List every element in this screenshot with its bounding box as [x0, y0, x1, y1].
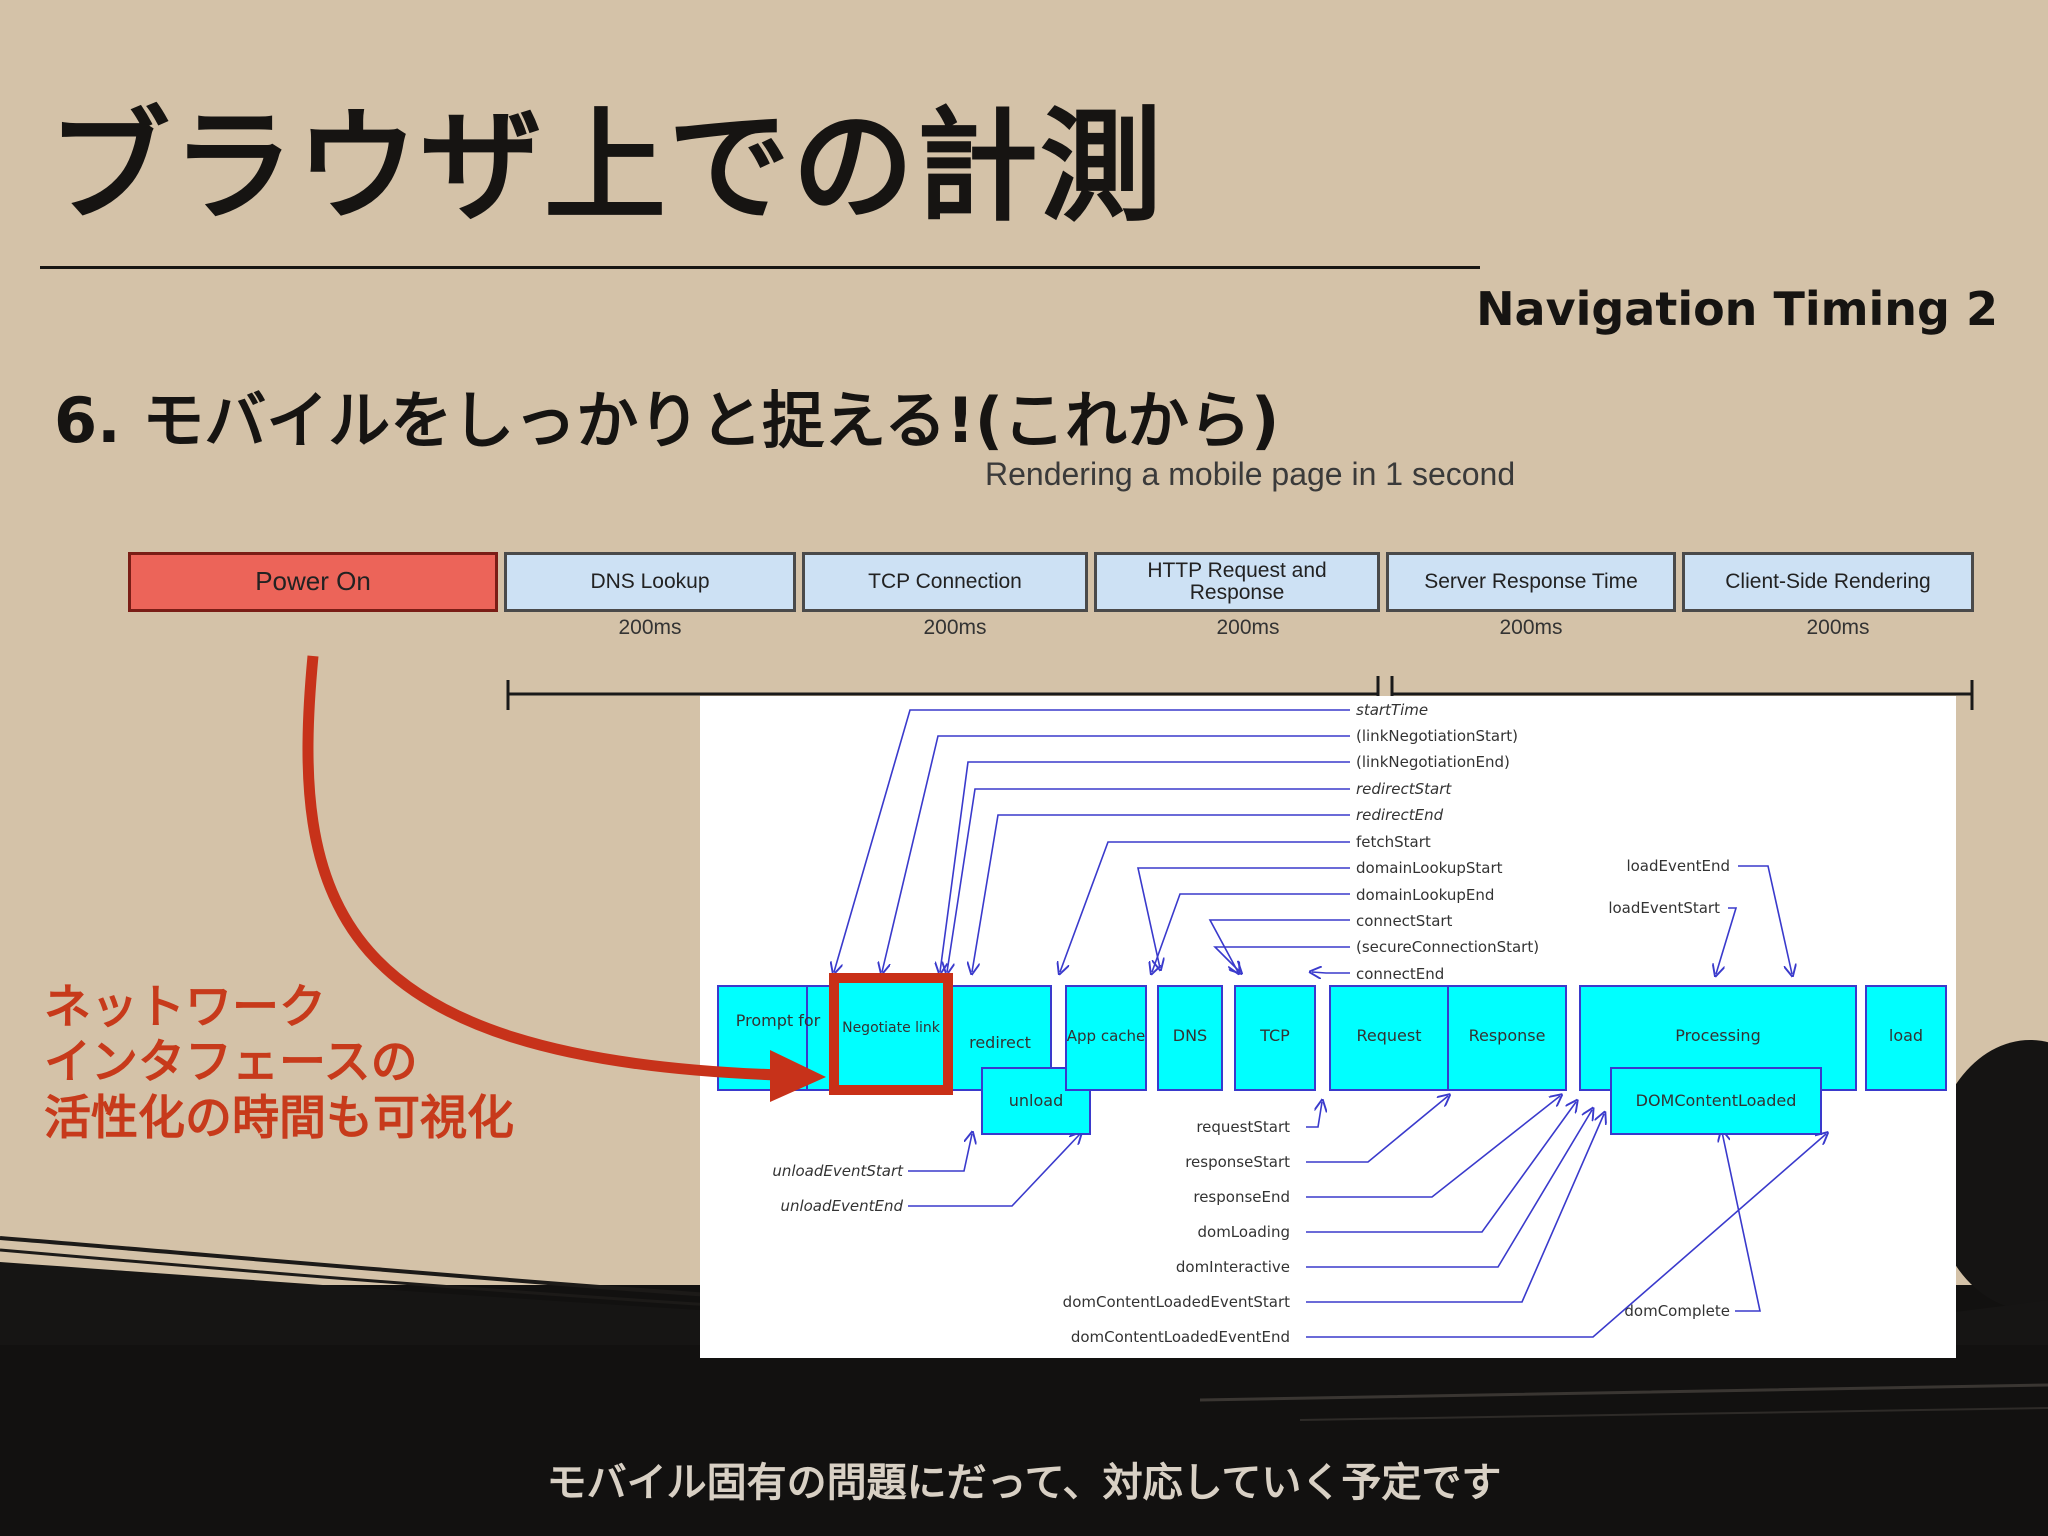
footer-message: モバイル固有の問題にだって、対応していく予定です — [546, 1460, 1502, 1506]
label-domainlookupend: domainLookupEnd — [1356, 886, 1494, 904]
label-linknegotiationstart: (linkNegotiationStart) — [1356, 727, 1518, 745]
slide-subtitle: Navigation Timing 2 — [1476, 282, 1998, 336]
box-domcontentloaded: DOMContentLoaded — [1636, 1091, 1797, 1110]
label-secureconnectionstart: (secureConnectionStart) — [1356, 938, 1539, 956]
box-prompt: Prompt for — [736, 1011, 821, 1030]
phase-power-on: Power On — [128, 552, 498, 612]
label-redirectend: redirectEnd — [1356, 806, 1444, 824]
phase-dns-lookup: DNS Lookup — [504, 552, 796, 612]
duration-tcp: 200ms — [923, 616, 987, 639]
callout-text: ネットワーク インタフェースの 活性化の時間も可視化 — [44, 980, 514, 1146]
label-starttime: startTime — [1356, 701, 1428, 719]
box-processing: Processing — [1675, 1026, 1760, 1045]
label-connectstart: connectStart — [1356, 912, 1453, 930]
box-request: Request — [1357, 1026, 1422, 1045]
duration-http: 200ms — [1216, 616, 1280, 639]
section-heading: 6. モバイルをしっかりと捉える!(これから) — [54, 384, 1280, 457]
phase-client-rendering: Client-Side Rendering — [1682, 552, 1974, 612]
title-divider — [40, 266, 1480, 269]
label-redirectstart: redirectStart — [1356, 780, 1452, 798]
phase-http-request: HTTP Request and Response — [1094, 552, 1380, 612]
phase-tcp-connection: TCP Connection — [802, 552, 1088, 612]
negotiate-link-highlight — [829, 973, 953, 1095]
box-unload: unload — [1009, 1091, 1063, 1110]
label-domcontentloadedeventstart: domContentLoadedEventStart — [1063, 1293, 1290, 1311]
phase-server-response: Server Response Time — [1386, 552, 1676, 612]
label-domcontentloadedeventend: domContentLoadedEventEnd — [1071, 1328, 1290, 1346]
box-dns: DNS — [1173, 1026, 1207, 1045]
duration-dns: 200ms — [618, 616, 682, 639]
box-app-cache: App cache — [1067, 1027, 1146, 1045]
box-response: Response — [1469, 1026, 1546, 1045]
duration-server: 200ms — [1499, 616, 1563, 639]
label-unloadeventstart: unloadEventStart — [772, 1162, 904, 1180]
label-loadeventstart: loadEventStart — [1608, 899, 1720, 917]
callout-line-1: ネットワーク — [44, 980, 326, 1035]
label-responseend: responseEnd — [1193, 1188, 1290, 1206]
label-loadeventend: loadEventEnd — [1626, 857, 1730, 875]
label-domainlookupstart: domainLookupStart — [1356, 859, 1503, 877]
span-bracket — [506, 676, 1974, 710]
label-domloading: domLoading — [1198, 1223, 1291, 1241]
box-negotiate-link: Negotiate link — [842, 1020, 941, 1036]
navigation-timing-diagram: startTime (linkNegotiationStart) (linkNe… — [700, 696, 1956, 1358]
duration-client: 200ms — [1806, 616, 1870, 639]
label-responsestart: responseStart — [1185, 1153, 1290, 1171]
box-load: load — [1889, 1026, 1923, 1045]
callout-line-3: 活性化の時間も可視化 — [44, 1090, 514, 1146]
box-redirect: redirect — [969, 1033, 1031, 1052]
slide-title: ブラウザ上での計測 — [48, 96, 1164, 238]
label-requeststart: requestStart — [1196, 1118, 1290, 1136]
label-linknegotiationend: (linkNegotiationEnd) — [1356, 753, 1510, 771]
label-connectend: connectEnd — [1356, 965, 1444, 983]
label-dominteractive: domInteractive — [1176, 1258, 1290, 1276]
timing-svg: startTime (linkNegotiationStart) (linkNe… — [717, 701, 1947, 1346]
callout-line-2: インタフェースの — [44, 1035, 418, 1091]
render-chart-title: Rendering a mobile page in 1 second — [985, 456, 1516, 492]
label-domcomplete: domComplete — [1624, 1302, 1730, 1320]
box-tcp: TCP — [1259, 1026, 1290, 1045]
label-fetchstart: fetchStart — [1356, 833, 1431, 851]
label-unloadeventend: unloadEventEnd — [780, 1197, 903, 1215]
